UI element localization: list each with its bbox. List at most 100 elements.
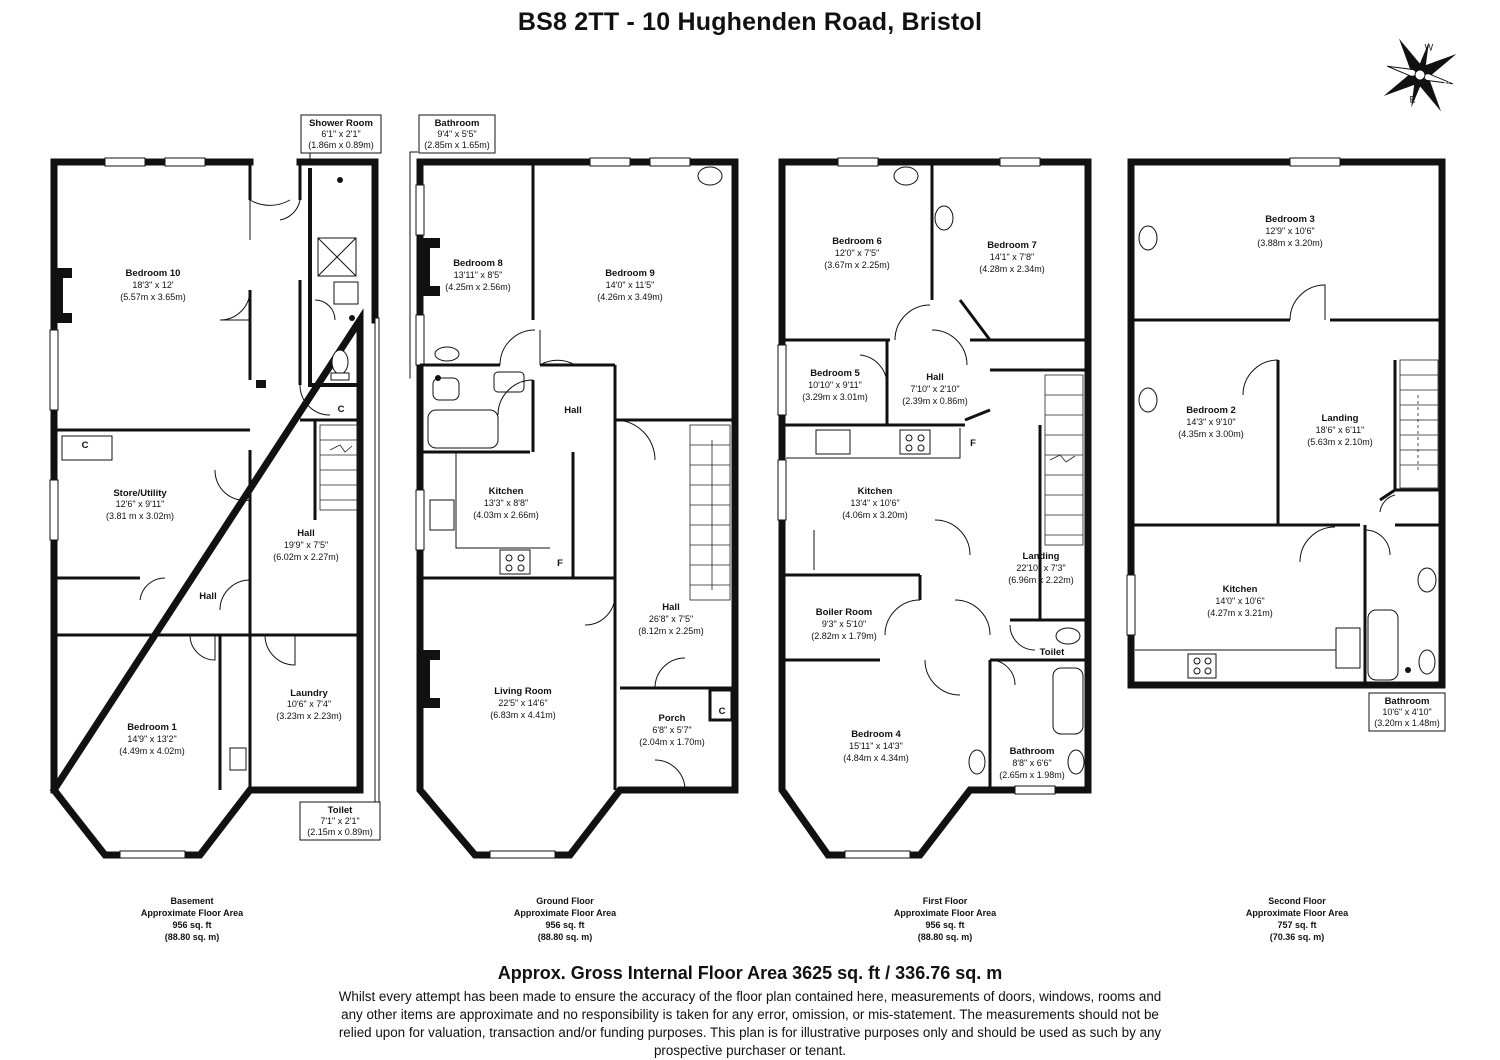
room-name: Hall [564,405,581,416]
room-dim-ft: 13'4" x 10'6" [850,498,899,508]
room-name: Porch [659,713,686,724]
floor-name: Ground Floor [536,896,594,906]
room-name: Bedroom 9 [605,268,655,279]
floor-area-ft: 757 sq. ft [1277,920,1316,930]
room-dim-m: (4.25m x 2.56m) [445,282,511,292]
room-dim-ft: 22'5" x 14'6" [498,698,547,708]
ground-floor-plan: Bedroom 8 13'11" x 8'5" (4.25m x 2.56m) … [409,114,739,942]
room-dim-ft: 7'1" x 2'1" [320,816,359,826]
room-name: Bathroom [1385,696,1430,707]
room-name: Bedroom 7 [987,240,1037,251]
floor-area-m: (88.80 sq. m) [165,932,220,942]
room-dim-ft: 6'8" x 5'7" [652,725,691,735]
room-dim-ft: 9'3" x 5'10" [822,619,866,629]
room-name: Kitchen [858,486,893,497]
room-dim-ft: 12'9" x 10'6" [1265,226,1314,236]
room-dim-ft: 18'3" x 12' [132,280,173,290]
room-dim-ft: 14'1" x 7'8" [990,252,1034,262]
compass-letter: S [1392,58,1398,68]
room-dim-m: (2.15m x 0.89m) [307,827,373,837]
room-dim-ft: 22'10" x 7'3" [1016,563,1065,573]
room-dim-ft: 26'8" x 7'5" [649,614,693,624]
fridge-mark: F [557,558,563,569]
room-name: Hall [926,372,943,383]
cupboard-mark: C [719,706,726,717]
room-name: Bedroom 5 [810,368,860,379]
room-name: Hall [199,591,216,602]
room-name: Hall [662,602,679,613]
floor-area-ft: 956 sq. ft [925,920,964,930]
floor-area-m: (88.80 sq. m) [918,932,973,942]
room-dim-ft: 19'9" x 7'5" [284,540,328,550]
room-dim-m: (2.39m x 0.86m) [902,396,968,406]
room-dim-ft: 12'6" x 9'11" [116,499,165,509]
room-dim-m: (3.67m x 2.25m) [824,260,890,270]
room-name: Landing [1322,413,1359,424]
page-title: BS8 2TT - 10 Hughenden Road, Bristol [517,8,983,36]
room-dim-ft: 9'4" x 5'5" [437,129,476,139]
room-name: Bedroom 3 [1265,214,1315,225]
room-name: Bedroom 2 [1186,405,1236,416]
room-dim-m: (4.28m x 2.34m) [979,264,1045,274]
floor-area-label: Approximate Floor Area [141,908,244,918]
floor-area-m: (88.80 sq. m) [538,932,593,942]
room-name: Landing [1023,551,1060,562]
room-name: Living Room [494,686,552,697]
room-dim-m: (4.49m x 4.02m) [119,746,185,756]
room-dim-ft: 13'11" x 8'5" [454,270,503,280]
cupboard-mark: C [338,404,345,415]
room-dim-ft: 14'0" x 11'5" [606,280,655,290]
room-dim-m: (3.23m x 2.23m) [276,711,342,721]
room-name: Bedroom 6 [832,236,882,247]
room-name: Toilet [1040,647,1065,658]
disclaimer-text: Whilst every attempt has been made to en… [338,989,1162,1058]
room-dim-m: (4.06m x 3.20m) [842,510,908,520]
room-dim-ft: 14'3" x 9'10" [1186,417,1235,427]
room-dim-m: (3.29m x 3.01m) [802,392,868,402]
room-dim-m: (8.12m x 2.25m) [638,626,704,636]
room-dim-m: (3.81 m x 3.02m) [106,511,174,521]
compass-letter: N [1443,79,1450,89]
floor-name: Second Floor [1268,896,1326,906]
room-name: Hall [297,528,314,539]
room-dim-ft: 8'8" x 6'6" [1012,758,1051,768]
basement-plan: Bedroom 10 18'3" x 12' (5.57m x 3.65m) S… [49,114,382,942]
room-name: Toilet [328,805,353,816]
room-name: Bedroom 1 [127,722,177,733]
room-dim-ft: 18'6" x 6'11" [1316,425,1365,435]
room-dim-ft: 12'0" x 7'5" [835,248,879,258]
gross-floor-area: Approx. Gross Internal Floor Area 3625 s… [497,963,1003,983]
room-dim-ft: 7'10" x 2'10" [910,384,959,394]
floor-area-label: Approximate Floor Area [894,908,997,918]
room-dim-m: (6.83m x 4.41m) [490,710,556,720]
room-dim-m: (6.02m x 2.27m) [273,552,339,562]
room-name: Laundry [290,688,328,699]
room-dim-m: (4.26m x 3.49m) [597,292,663,302]
room-dim-ft: 10'6" x 7'4" [287,699,331,709]
room-name: Bedroom 8 [453,258,503,269]
room-name: Kitchen [1223,584,1258,595]
fridge-mark: F [970,438,976,449]
room-dim-m: (2.82m x 1.79m) [811,631,877,641]
room-name: Bedroom 10 [126,268,181,279]
room-dim-ft: 15'11" x 14'3" [849,741,903,751]
room-name: Bathroom [1010,746,1055,757]
first-floor-plan: Bedroom 6 12'0" x 7'5" (3.67m x 2.25m) B… [777,157,1092,942]
room-name: Bedroom 4 [851,729,901,740]
room-name: Shower Room [309,118,373,129]
cupboard-mark: C [82,440,89,451]
room-dim-m: (2.85m x 1.65m) [424,140,490,150]
room-dim-ft: 14'9" x 13'2" [127,734,176,744]
compass-letter: W [1425,42,1434,52]
room-name: Bathroom [435,118,480,129]
floor-area-m: (70.36 sq. m) [1270,932,1325,942]
room-dim-m: (1.86m x 0.89m) [308,140,374,150]
room-dim-m: (3.20m x 1.48m) [1374,718,1440,728]
room-dim-ft: 10'6" x 4'10" [1382,707,1431,717]
room-dim-m: (2.04m x 1.70m) [639,737,705,747]
room-dim-m: (4.27m x 3.21m) [1207,608,1273,618]
second-floor-plan: Bedroom 3 12'9" x 10'6" (3.88m x 3.20m) … [1126,157,1446,942]
room-name: Boiler Room [816,607,872,618]
room-dim-ft: 14'0" x 10'6" [1215,596,1264,606]
